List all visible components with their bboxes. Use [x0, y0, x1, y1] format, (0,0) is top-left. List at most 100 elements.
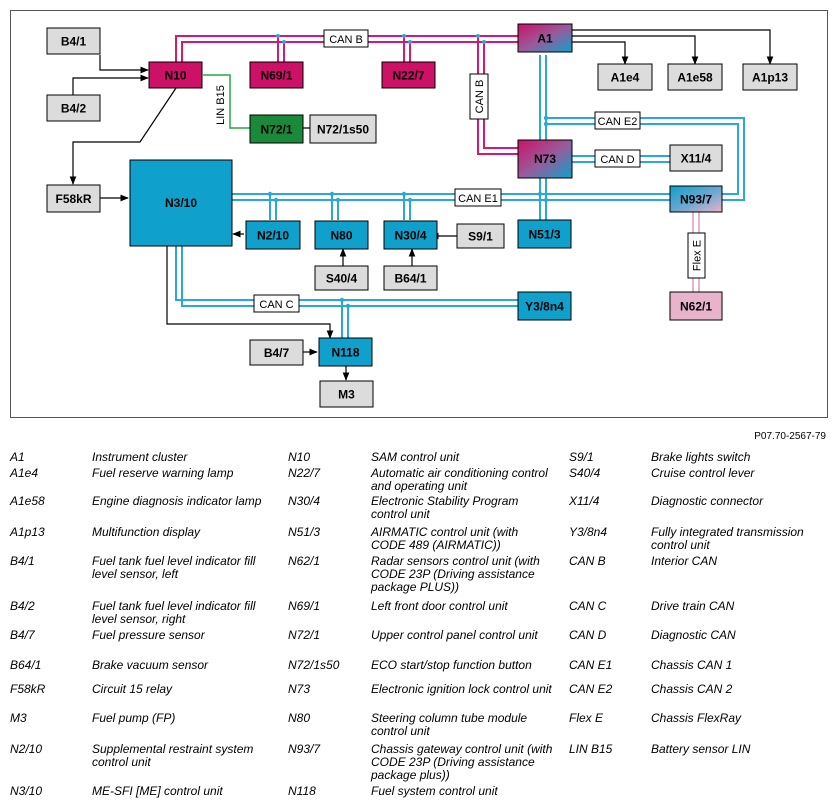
legend-code: CAN E1 — [569, 658, 613, 672]
svg-text:Flex E: Flex E — [692, 240, 704, 271]
box-n69-1[interactable]: N69/1 — [249, 61, 304, 89]
legend-code: A1p13 — [10, 525, 45, 539]
legend-description: Cruise control lever — [651, 466, 755, 480]
box-n51-3-label: N51/3 — [528, 228, 560, 242]
box-f58kr[interactable]: F58kR — [46, 184, 101, 213]
box-n30-4[interactable]: N30/4 — [383, 220, 438, 250]
legend-code: S9/1 — [569, 450, 594, 464]
legend-code: N72/1s50 — [288, 658, 340, 672]
legend-description: Chassis CAN 1 — [651, 658, 733, 672]
box-b4-2[interactable]: B4/2 — [46, 94, 101, 122]
box-n22-7[interactable]: N22/7 — [381, 61, 436, 89]
chassis-can-junctions — [267, 115, 549, 309]
legend-description: Automatic air conditioning control and o… — [371, 466, 548, 493]
legend-code: A1e58 — [10, 494, 45, 508]
legend-code: Flex E — [569, 711, 604, 725]
box-a1-label: A1 — [537, 32, 553, 46]
box-x11-4-label: X11/4 — [681, 152, 712, 166]
svg-text:CAN E2: CAN E2 — [598, 116, 638, 128]
legend-code: Y3/8n4 — [569, 525, 608, 539]
box-y3-8n4-label: Y3/8n4 — [525, 300, 564, 314]
box-n51-3[interactable]: N51/3 — [517, 219, 572, 249]
box-b4-1-label: B4/1 — [61, 35, 87, 49]
legend-code: CAN D — [569, 628, 607, 642]
box-b4-7-label: B4/7 — [264, 346, 290, 360]
box-n93-7[interactable]: N93/7 — [669, 185, 723, 213]
bus-label-can-e2: CAN E2 — [594, 111, 641, 130]
bus-label-lin-b15: LIN B15 — [215, 85, 227, 125]
box-n72-1s50[interactable]: N72/1s50 — [309, 114, 377, 144]
legend-description: Brake lights switch — [651, 450, 751, 464]
legend-description: Electronic Stability Program control uni… — [371, 494, 519, 521]
box-n2-10[interactable]: N2/10 — [245, 220, 301, 250]
box-n10-label: N10 — [164, 69, 186, 83]
legend-description: Diagnostic CAN — [651, 628, 736, 642]
legend-description: Fuel reserve warning lamp — [92, 466, 234, 480]
box-n10[interactable]: N10 — [148, 61, 203, 89]
bus-label-can-e1: CAN E1 — [454, 188, 502, 207]
legend-description: Electronic ignition lock control unit — [371, 682, 552, 696]
box-s40-4[interactable]: S40/4 — [314, 265, 369, 291]
box-a1e4[interactable]: A1e4 — [597, 63, 653, 91]
diagram-frame — [10, 10, 828, 418]
box-a1[interactable]: A1 — [517, 23, 573, 53]
box-b4-7[interactable]: B4/7 — [249, 339, 304, 366]
box-a1e4-label: A1e4 — [611, 71, 640, 85]
box-s9-1-label: S9/1 — [468, 230, 493, 244]
legend-code: N93/7 — [288, 742, 321, 756]
legend-description: Brake vacuum sensor — [92, 658, 209, 672]
legend-description: Chassis CAN 2 — [651, 682, 733, 696]
box-b64-1[interactable]: B64/1 — [383, 265, 438, 291]
box-b4-1[interactable]: B4/1 — [46, 27, 101, 55]
box-f58kr-label: F58kR — [55, 192, 91, 206]
legend-description: Fully integrated transmission control un… — [651, 525, 804, 552]
box-x11-4[interactable]: X11/4 — [669, 144, 723, 172]
legend-description: Engine diagnosis indicator lamp — [92, 494, 262, 508]
legend-description: Left front door control unit — [371, 599, 508, 613]
box-n80[interactable]: N80 — [314, 220, 369, 250]
legend-description: Interior CAN — [651, 554, 718, 568]
box-b64-1-label: B64/1 — [394, 272, 426, 286]
box-n73[interactable]: N73 — [517, 139, 573, 179]
legend-description: Circuit 15 relay — [92, 682, 173, 696]
svg-text:CAN C: CAN C — [259, 299, 293, 311]
box-b4-2-label: B4/2 — [61, 102, 87, 116]
box-n62-1[interactable]: N62/1 — [669, 291, 723, 321]
legend-code: N62/1 — [288, 554, 321, 568]
bus-label-can-d: CAN D — [594, 149, 641, 168]
legend-description: Multifunction display — [92, 525, 201, 539]
box-n80-label: N80 — [330, 229, 352, 243]
legend-description: ECO start/stop function button — [371, 658, 532, 672]
box-a1e58[interactable]: A1e58 — [667, 63, 723, 91]
legend-code: CAN E2 — [569, 682, 613, 696]
box-n72-1s50-label: N72/1s50 — [317, 123, 369, 137]
legend-description: Fuel tank fuel level indicator fill leve… — [92, 599, 256, 626]
legend-code: N2/10 — [10, 742, 43, 756]
chassis-can-buses — [175, 55, 745, 338]
box-n72-1[interactable]: N72/1 — [249, 114, 304, 144]
legend-description: Fuel pump (FP) — [92, 711, 176, 725]
svg-text:CAN E1: CAN E1 — [458, 193, 498, 205]
legend-code: S40/4 — [569, 466, 601, 480]
bus-label-can-c: CAN C — [253, 294, 300, 313]
legend-code: N72/1 — [288, 628, 321, 642]
can-b-junctions — [276, 34, 486, 44]
box-n2-10-label: N2/10 — [257, 229, 289, 243]
legend-description: Battery sensor LIN — [651, 742, 751, 756]
bus-label-flex-e: Flex E — [687, 232, 706, 279]
box-m3[interactable]: M3 — [319, 380, 374, 408]
legend-code: N69/1 — [288, 599, 321, 613]
box-n3-10[interactable]: N3/10 — [129, 159, 233, 247]
legend-description: Upper control panel control unit — [371, 628, 538, 642]
svg-text:LIN B15: LIN B15 — [215, 85, 227, 125]
legend-code: LIN B15 — [569, 742, 613, 756]
box-a1p13[interactable]: A1p13 — [742, 63, 798, 91]
box-y3-8n4[interactable]: Y3/8n4 — [517, 291, 572, 321]
box-n118[interactable]: N118 — [318, 337, 373, 367]
svg-text:CAN B: CAN B — [474, 80, 486, 114]
legend-code: N80 — [288, 711, 311, 725]
legend-code: X11/4 — [569, 494, 600, 508]
legend-code: N3/10 — [10, 784, 43, 798]
box-s9-1[interactable]: S9/1 — [456, 223, 505, 249]
